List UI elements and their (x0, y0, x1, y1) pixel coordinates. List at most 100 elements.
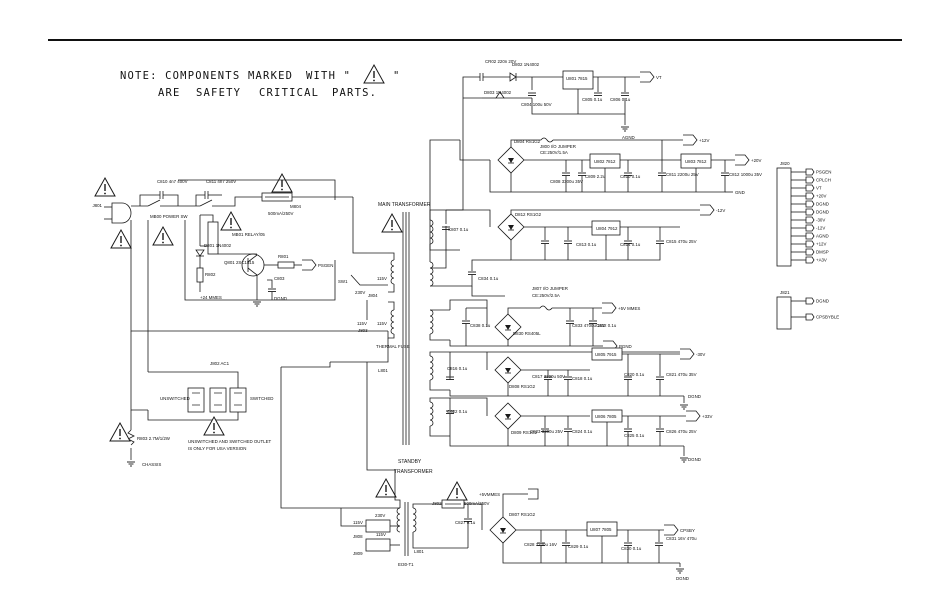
vmute-label: +24 MMES (200, 295, 222, 300)
relay-label: MB01 RELAY/05 (232, 232, 265, 237)
thermal-fuse-label: THERMAL FUSE (376, 344, 410, 349)
connector-pin-tag (805, 232, 815, 240)
r801-label: R801 (278, 254, 289, 259)
connector-pin-label: +12V (816, 242, 826, 247)
d802-label: D802 1N4002 (512, 62, 540, 67)
c813-label: C813 0.1u (576, 242, 597, 247)
dgnd-33-label: DGND (688, 457, 701, 462)
p33v-label: +33V (702, 414, 712, 419)
c811b-label: C811 2200u 25V (666, 172, 699, 177)
c833-label: C833 4700u 16V (572, 323, 605, 328)
j807-rating: CE:250V/2.5A (532, 293, 560, 298)
connector-pin-label: -30V (816, 218, 825, 223)
p33v-port (686, 410, 701, 422)
standby-label-2: TRANSFORMER (394, 469, 433, 475)
fuse-rating: 500mA/250V (268, 211, 293, 216)
gnd-icon-30 (679, 404, 689, 410)
d808-label: D808 RS1G2 (509, 384, 536, 389)
power-switch (147, 199, 161, 207)
c809-label: C809 2.2u (585, 174, 606, 179)
d803-label: D803 1N4002 (484, 90, 512, 95)
j802-label: J802 AC1 (210, 361, 230, 366)
u807-label: U807 7805 (590, 527, 612, 532)
v230-label: 230V (355, 290, 365, 295)
c812b-cap (720, 172, 730, 176)
switched-label: SWITCHED (250, 396, 273, 401)
c803-cap (267, 288, 277, 292)
fuse-label: M804 (290, 204, 302, 209)
note-line1-d: " (393, 70, 401, 82)
r803-label: R803 2.7M/1/2W (137, 436, 171, 441)
c816-label: C816 0.1u (447, 366, 468, 371)
m12v-label: -12V (716, 208, 725, 213)
ac-plug-icon (104, 202, 132, 224)
connector-pin-tag (805, 313, 815, 321)
connector-pin-tag (805, 224, 815, 232)
c820-label: C820 0.1u (624, 372, 645, 377)
diode-d801 (195, 249, 205, 257)
connector-pin-tag (805, 176, 815, 184)
c811b-cap (657, 172, 667, 176)
safety-note: NOTE: COMPONENTS MARKED WITH " " ARE SAF… (120, 64, 401, 99)
c838-cap (461, 320, 471, 324)
c810b-label: C810 0.1u (620, 174, 641, 179)
c821-label: C821 470u 35V (666, 372, 697, 377)
bridge-d807 (489, 516, 517, 544)
m30v-label: -30V (696, 352, 705, 357)
u803-label: U803 7812 (685, 159, 707, 164)
r802-label: R802 (205, 272, 216, 277)
m12-rail-section: C807 0.1u D812 RS1G2 -12V C813 0.1u U804… (430, 204, 725, 297)
p5v-label: +5V MMES (618, 306, 640, 311)
note-line1-c: WITH " (306, 70, 351, 82)
connector-pin-tag (805, 184, 815, 192)
connector-pin-label: VT (816, 186, 822, 191)
p5v-rail-section: D830 RS405L J807 I/O JUMPER CE:250V/2.5A… (429, 286, 640, 352)
connector-j820: J820 PSGENCPLCHVT+20VDGNDDGND-30V-12VAGN… (776, 161, 831, 267)
c811-label: C811 4n7 250V (206, 179, 236, 184)
c805-cap (593, 92, 603, 96)
connector-pin-label: CPLCH (816, 178, 831, 183)
c803-label: C803 (274, 276, 285, 281)
connector-pin-tag (805, 208, 815, 216)
m30v-port (680, 348, 695, 360)
p12v-label: +12V (699, 138, 709, 143)
transistor-q801 (241, 253, 265, 277)
connector-pin-tag (805, 168, 815, 176)
c813-cap (563, 240, 573, 244)
secondary-coil-vt (429, 219, 434, 245)
gnd-icon-sby (675, 568, 685, 574)
main-transformer-label: MAIN TRANSFORMER (378, 202, 431, 208)
c808-cap (561, 172, 571, 176)
connector-pin-tag (805, 256, 815, 264)
vt-label: VT (656, 75, 662, 80)
j802b-label: J802 (432, 501, 442, 506)
c817-label: C817 3300u 50V (532, 374, 565, 379)
standby-section: STANDBY TRANSFORMER EI30-T1 L801 115V J8… (340, 459, 697, 581)
sby-115-label: 115V (353, 520, 363, 525)
j820-label: J820 (780, 161, 790, 166)
plug-warning-icon-2 (110, 229, 132, 249)
c825-cap (623, 428, 633, 432)
c829-label: C829 0.1u (568, 544, 589, 549)
switch-115-sby (365, 538, 391, 552)
connector-pin-label: PSGEN (816, 170, 831, 175)
connector-pin-label: DGND (816, 210, 829, 215)
dgnd-sby-label: DGND (676, 576, 689, 581)
transformer-warning-icon (381, 213, 403, 233)
connector-pin-tag (805, 192, 815, 200)
l801-label: L801 (378, 368, 388, 373)
c812-cap (540, 240, 550, 244)
standby-warning-icon (375, 478, 397, 498)
resistor-r803 (127, 429, 135, 446)
main-transformer: MAIN TRANSFORMER (378, 202, 434, 445)
p12-rail-section: D804 RS1G2 J800 I/O JUMPER CE:250V/1.5A … (429, 134, 762, 262)
j801-label: J801 (92, 203, 102, 208)
c804-label: C804 100u 50V (521, 102, 552, 107)
p33-rail-section: C822 0.1u D809 RS1G2 C823 3300u 25V C824… (429, 397, 712, 463)
c812b-label: C812 1000u 35V (729, 172, 762, 177)
note-line1-b: MARKED (248, 70, 293, 82)
power-sw-label: MB00 POWER SW (150, 214, 188, 219)
